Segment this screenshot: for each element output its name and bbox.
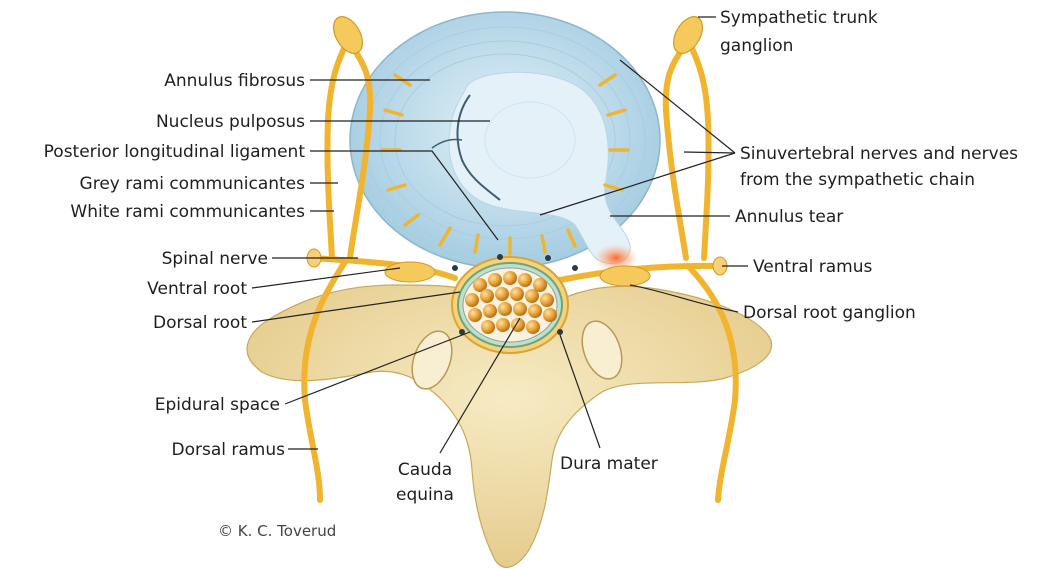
label-white-rami: White rami communicantes bbox=[70, 202, 305, 222]
label-annulus-tear: Annulus tear bbox=[735, 207, 843, 227]
label-dorsal-root: Dorsal root bbox=[153, 313, 247, 333]
label-sympathetic-line2: ganglion bbox=[720, 36, 793, 56]
label-posterior-longitudinal-ligament: Posterior longitudinal ligament bbox=[44, 142, 306, 162]
label-ventral-root: Ventral root bbox=[147, 279, 247, 299]
copyright-text: © K. C. Toverud bbox=[218, 522, 336, 540]
label-sympathetic-line1: Sympathetic trunk bbox=[720, 8, 878, 28]
label-grey-rami: Grey rami communicantes bbox=[80, 174, 306, 194]
label-ventral-ramus: Ventral ramus bbox=[753, 257, 872, 277]
label-sinuvertebral-line1: Sinuvertebral nerves and nerves bbox=[740, 144, 1018, 164]
label-dura-mater: Dura mater bbox=[560, 454, 658, 474]
label-spinal-nerve: Spinal nerve bbox=[162, 249, 268, 269]
label-annulus-fibrosus: Annulus fibrosus bbox=[164, 71, 305, 91]
label-epidural-space: Epidural space bbox=[155, 395, 280, 415]
label-sinuvertebral-line2: from the sympathetic chain bbox=[740, 170, 975, 190]
label-dorsal-root-ganglion: Dorsal root ganglion bbox=[743, 303, 916, 323]
label-dorsal-ramus: Dorsal ramus bbox=[172, 440, 286, 460]
label-cauda-equina-line1: Cauda bbox=[398, 460, 452, 480]
label-cauda-equina-line2: equina bbox=[396, 485, 454, 505]
label-nucleus-pulposus: Nucleus pulposus bbox=[156, 112, 305, 132]
